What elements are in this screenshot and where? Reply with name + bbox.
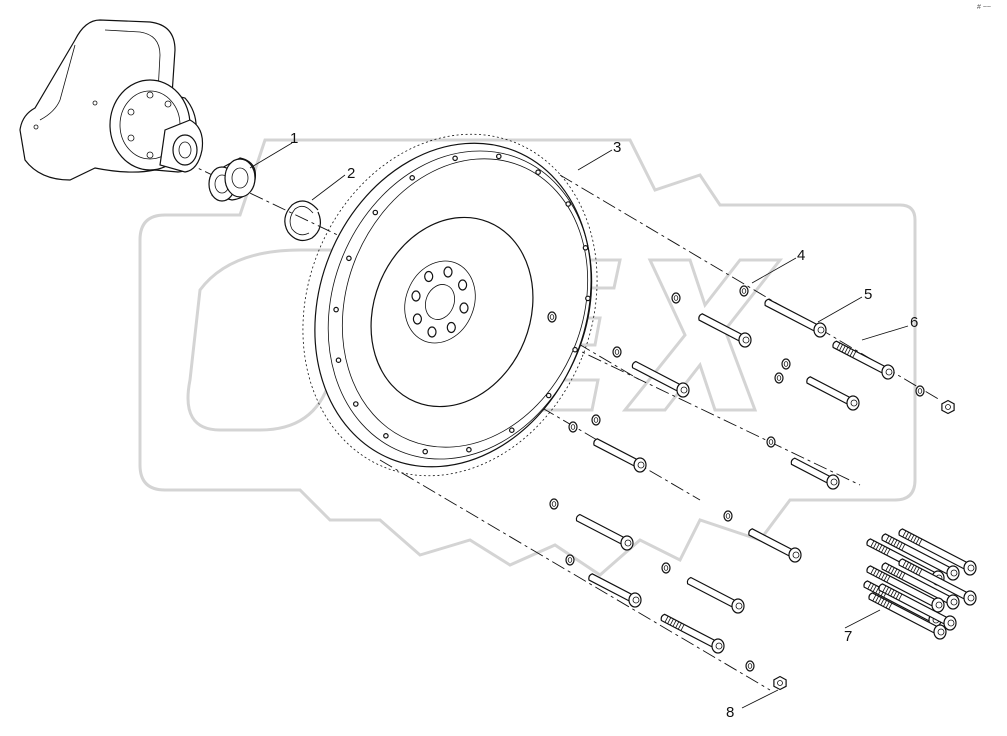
rim-hole: [585, 295, 591, 302]
callout-5: 5: [864, 286, 872, 303]
rim-hole: [352, 401, 359, 407]
bolt: [631, 360, 690, 398]
callout-leaders: [249, 142, 909, 709]
rim-hole: [495, 153, 502, 160]
stud: [898, 558, 977, 606]
callout-6: 6: [910, 314, 918, 331]
stud: [898, 528, 977, 576]
bolt: [686, 576, 745, 614]
rim-hole: [383, 432, 389, 439]
stud: [881, 562, 960, 610]
bolt: [764, 298, 827, 338]
engine-housing: [19, 19, 204, 181]
washer: [568, 421, 578, 433]
washer: [612, 346, 622, 358]
washer: [661, 562, 671, 574]
flywheel-hub-holes: [411, 266, 469, 338]
stud: [866, 565, 945, 613]
rim-hole: [452, 155, 458, 162]
bolt: [588, 573, 642, 608]
bolt: [748, 528, 802, 563]
washer: [781, 358, 791, 370]
bolt: [575, 513, 634, 551]
stud: [832, 340, 895, 380]
washer: [671, 292, 681, 304]
hub-hole: [411, 290, 421, 302]
callout-3: 3: [613, 139, 621, 156]
flywheel: [302, 133, 598, 477]
washer: [774, 372, 784, 384]
washer: [547, 311, 557, 323]
washer: [915, 385, 925, 397]
rim-hole: [508, 427, 515, 434]
callout-7: 7: [844, 628, 852, 645]
rim-hole: [333, 306, 339, 313]
callout-4: 4: [797, 247, 805, 264]
stud: [660, 613, 725, 654]
washer: [745, 660, 755, 672]
hub-hole: [446, 321, 456, 334]
bolt: [806, 376, 860, 411]
hub-hole: [459, 302, 469, 314]
rim-hole: [409, 175, 416, 181]
washer: [723, 510, 733, 522]
callout-labels: 1 2 3 4 5 6 7 8: [290, 130, 918, 721]
rim-hole: [335, 357, 342, 364]
washer: [565, 554, 575, 566]
pilot-bearing: [208, 157, 257, 202]
washer: [739, 285, 749, 297]
washer: [591, 414, 601, 426]
callout-2: 2: [347, 165, 355, 182]
callout-1: 1: [290, 130, 298, 147]
washer: [549, 498, 559, 510]
nut: [773, 675, 787, 691]
rim-hole: [565, 201, 572, 207]
flywheel-rim-holes: [333, 153, 591, 455]
washer: [766, 436, 776, 448]
rim-hole: [372, 209, 379, 216]
rim-hole: [346, 255, 352, 262]
flywheel-bolt-bundle: [863, 528, 977, 640]
bolt: [698, 313, 752, 348]
hub-hole: [458, 279, 468, 291]
rim-hole: [535, 169, 541, 176]
corner-mark: # ~~: [977, 4, 991, 11]
rim-hole: [582, 245, 589, 251]
hub-hole: [424, 270, 434, 283]
hub-hole: [443, 266, 453, 278]
bolt: [790, 457, 840, 490]
fastener-set: [547, 285, 955, 691]
nut: [941, 399, 955, 415]
rim-hole: [466, 446, 472, 453]
snap-ring: [284, 200, 322, 242]
hub-hole: [412, 313, 422, 325]
stud: [868, 592, 947, 640]
stud: [881, 533, 960, 581]
hub-hole: [427, 326, 437, 338]
callout-8: 8: [726, 704, 734, 721]
rim-hole: [545, 392, 552, 399]
rim-hole: [422, 448, 429, 455]
bolt: [593, 438, 647, 473]
rim-hole: [572, 346, 578, 353]
stud: [878, 583, 957, 631]
